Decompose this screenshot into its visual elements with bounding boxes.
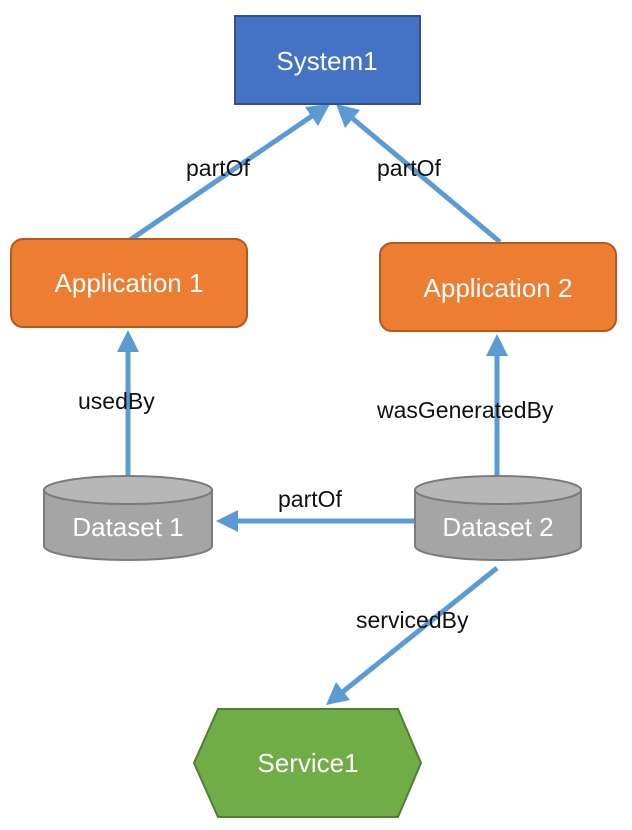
node-label-dataset2: Dataset 2	[442, 512, 553, 542]
node-application1: Application 1	[10, 238, 248, 328]
node-application2: Application 2	[379, 242, 617, 332]
node-service1: Service1	[192, 708, 423, 818]
arrowhead	[336, 104, 360, 128]
edge-label-dataset2-app2: wasGeneratedBy	[376, 397, 554, 423]
arrowhead	[305, 104, 330, 126]
edge-app1-system1	[128, 104, 330, 243]
node-label-application1: Application 1	[55, 268, 204, 298]
node-dataset1: Dataset 1	[43, 475, 213, 561]
edge-dataset1-app1	[117, 330, 139, 482]
edge-dataset2-dataset1	[216, 510, 414, 532]
arrowhead	[216, 510, 238, 532]
edge-app2-system1	[336, 104, 502, 244]
edge-label-dataset1-app1: usedBy	[78, 388, 155, 414]
arrowhead	[117, 330, 139, 352]
node-system1: System1	[234, 15, 421, 105]
node-label-system1: System1	[276, 46, 377, 76]
edge-dataset2-service1	[326, 566, 499, 705]
node-label-dataset1: Dataset 1	[72, 512, 183, 542]
node-label-application2: Application 2	[424, 273, 573, 303]
edge-label-dataset2-service1: servicedBy	[356, 607, 469, 633]
edge-label-app2-system1: partOf	[377, 155, 442, 181]
edge-label-dataset2-dataset1: partOf	[278, 486, 343, 512]
arrowhead	[486, 334, 508, 356]
edge-dataset2-app2	[486, 334, 508, 482]
node-label-service1: Service1	[257, 748, 358, 778]
edge-label-app1-system1: partOf	[186, 155, 251, 181]
node-dataset2: Dataset 2	[414, 475, 582, 561]
arrowhead	[326, 682, 350, 705]
